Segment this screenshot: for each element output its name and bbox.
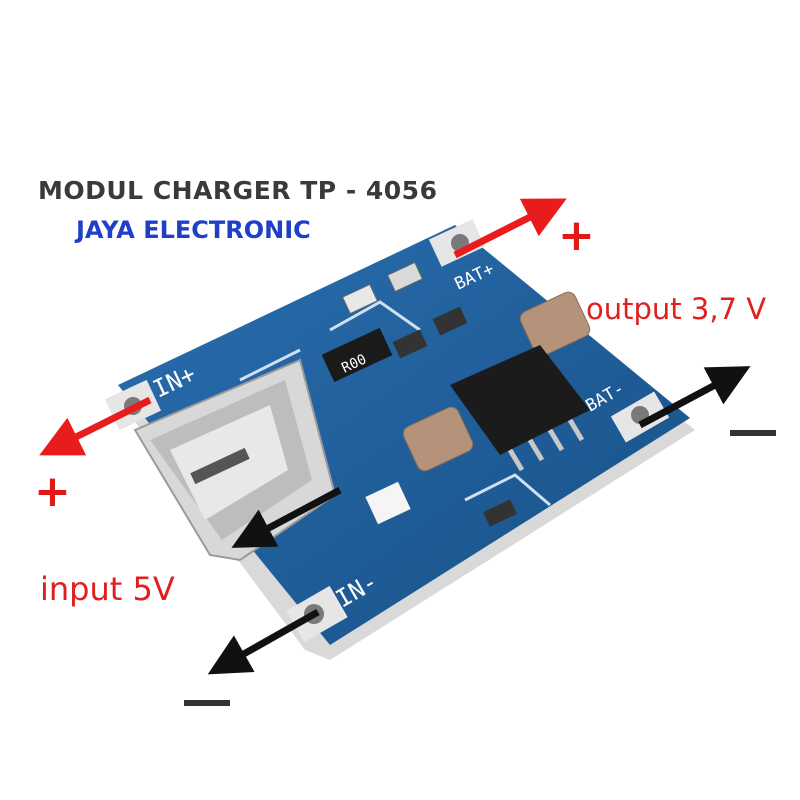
positive-sign-in: + bbox=[34, 466, 71, 517]
page-title: MODUL CHARGER TP - 4056 bbox=[38, 176, 438, 205]
silkscreen-traces bbox=[239, 300, 551, 507]
micro-usb-icon bbox=[133, 358, 337, 562]
black-arrow-icon bbox=[638, 366, 751, 429]
page-subtitle: JAYA ELECTRONIC bbox=[76, 216, 311, 244]
negative-sign-bat bbox=[730, 430, 776, 436]
positive-sign-bat: + bbox=[558, 210, 595, 261]
capacitors bbox=[402, 291, 591, 472]
black-arrow-icon bbox=[207, 608, 320, 675]
red-arrow-icon bbox=[453, 198, 567, 259]
output-voltage-label: output 3,7 V bbox=[586, 292, 767, 326]
negative-sign-in bbox=[184, 700, 230, 706]
input-voltage-label: input 5V bbox=[40, 570, 175, 608]
ic-chip-icon bbox=[450, 345, 590, 472]
black-arrow-icon bbox=[231, 486, 342, 548]
smd-components bbox=[341, 261, 517, 527]
red-arrow-icon bbox=[39, 396, 152, 456]
